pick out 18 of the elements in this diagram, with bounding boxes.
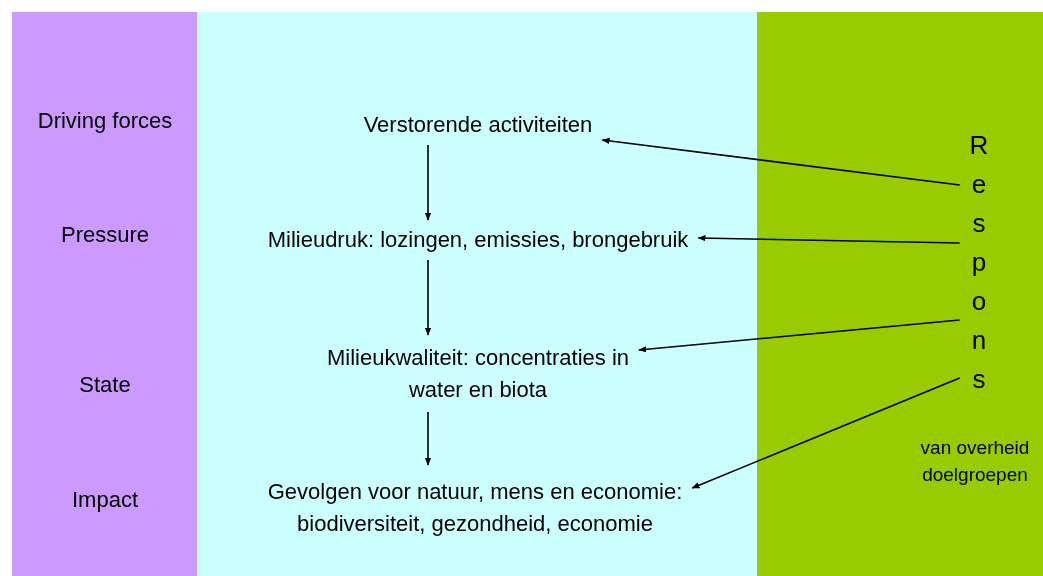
row-label: Pressure [59,221,150,249]
band [12,12,197,576]
arrow [697,234,961,244]
band [197,12,757,576]
arrow [691,377,961,489]
stage-text: Milieukwaliteit: concentraties in water en biota [254,335,702,412]
arrow [424,259,432,336]
arrow [638,319,961,353]
arrow [601,137,961,186]
arrow [424,411,432,466]
arrow [424,144,432,221]
band [757,12,1043,576]
stage-text: Gevolgen voor natuur, mens en economie: biodiversiteit, gezondheid, economie [222,465,728,550]
row-label: Impact [71,486,139,514]
row-label: State [78,371,132,399]
stage-text: Milieudruk: lozingen, emissies, brongebruik [204,220,752,260]
stage-text: Verstorende activiteiten [286,105,670,145]
row-label: Driving forces [36,107,174,135]
